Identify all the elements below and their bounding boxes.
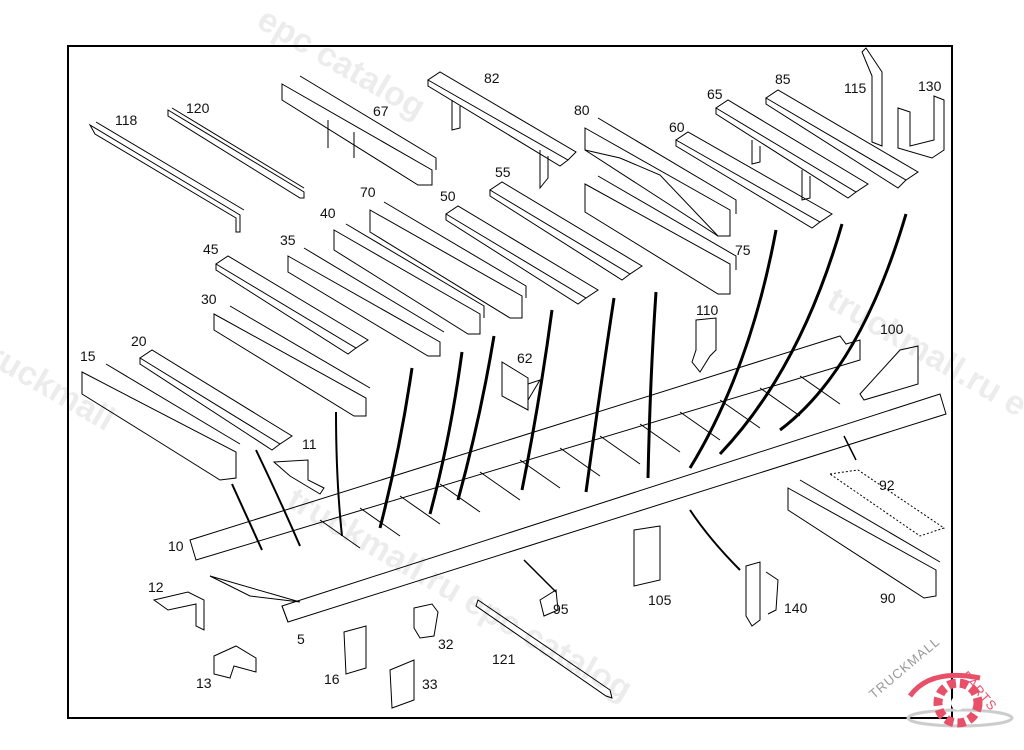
part-20[interactable] — [139, 349, 293, 451]
label-100: 100 — [880, 321, 904, 337]
part-85[interactable] — [765, 89, 919, 189]
gear-icon — [933, 678, 983, 728]
label-60: 60 — [669, 119, 685, 135]
part-33[interactable] — [389, 659, 415, 709]
part-140[interactable] — [745, 561, 779, 627]
label-32: 32 — [438, 636, 454, 652]
part-65[interactable] — [715, 99, 869, 201]
part-11[interactable] — [272, 459, 325, 495]
label-118: 118 — [115, 112, 138, 128]
label-140: 140 — [784, 600, 808, 616]
label-75: 75 — [735, 242, 751, 258]
part-16[interactable] — [343, 625, 367, 675]
label-5: 5 — [297, 631, 305, 647]
label-30: 30 — [201, 291, 217, 307]
part-67[interactable] — [281, 75, 437, 186]
label-67: 67 — [373, 103, 389, 119]
part-95[interactable] — [539, 589, 559, 617]
label-16: 16 — [324, 671, 340, 687]
part-120[interactable] — [167, 107, 305, 199]
label-92: 92 — [879, 477, 895, 493]
assembly-arrows — [231, 213, 908, 593]
part-45[interactable] — [215, 255, 369, 355]
label-80: 80 — [574, 102, 590, 118]
part-40[interactable] — [333, 223, 485, 335]
label-45: 45 — [203, 241, 219, 257]
part-121[interactable] — [475, 599, 613, 699]
part-115[interactable] — [861, 47, 883, 147]
label-70: 70 — [360, 184, 376, 200]
label-33: 33 — [422, 676, 438, 692]
label-65: 65 — [707, 86, 723, 102]
label-55: 55 — [495, 164, 511, 180]
label-90: 90 — [880, 590, 896, 606]
label-85: 85 — [775, 71, 791, 87]
part-75[interactable] — [584, 175, 737, 295]
truckmallparts-logo — [906, 672, 1014, 728]
label-11: 11 — [302, 436, 317, 452]
label-12: 12 — [148, 579, 164, 595]
part-50[interactable] — [445, 205, 599, 305]
label-62: 62 — [517, 350, 533, 366]
label-50: 50 — [440, 188, 456, 204]
label-20: 20 — [131, 333, 147, 349]
label-130: 130 — [918, 78, 942, 94]
label-35: 35 — [280, 232, 296, 248]
part-70[interactable] — [369, 201, 527, 319]
label-13: 13 — [196, 675, 212, 691]
label-15: 15 — [80, 348, 96, 364]
diagram-frame — [67, 45, 953, 719]
label-82: 82 — [484, 70, 500, 86]
part-55[interactable] — [489, 181, 643, 281]
part-82[interactable] — [427, 71, 577, 190]
part-15[interactable] — [81, 363, 241, 481]
label-95: 95 — [553, 601, 569, 617]
label-121: 121 — [492, 651, 516, 667]
part-13[interactable] — [213, 645, 257, 679]
part-110[interactable] — [691, 317, 717, 373]
part-118[interactable] — [88, 121, 245, 233]
parts-drawing — [81, 47, 947, 709]
part-80[interactable] — [584, 117, 737, 237]
label-40: 40 — [320, 205, 336, 221]
part-62[interactable] — [501, 361, 542, 411]
frame-assembly-5-10[interactable] — [189, 335, 947, 623]
label-105: 105 — [648, 592, 672, 608]
part-130[interactable] — [897, 95, 945, 159]
part-60[interactable] — [675, 131, 833, 229]
label-120: 120 — [186, 100, 210, 116]
part-35[interactable] — [287, 247, 445, 357]
part-105[interactable] — [633, 525, 661, 587]
part-100[interactable] — [859, 345, 919, 401]
label-110: 110 — [696, 302, 719, 318]
part-30[interactable] — [213, 305, 371, 417]
label-10: 10 — [168, 538, 184, 554]
part-32[interactable] — [413, 603, 439, 639]
part-92[interactable] — [828, 469, 946, 537]
label-115: 115 — [844, 80, 867, 96]
part-12[interactable] — [152, 591, 205, 631]
part-90[interactable] — [787, 479, 941, 599]
